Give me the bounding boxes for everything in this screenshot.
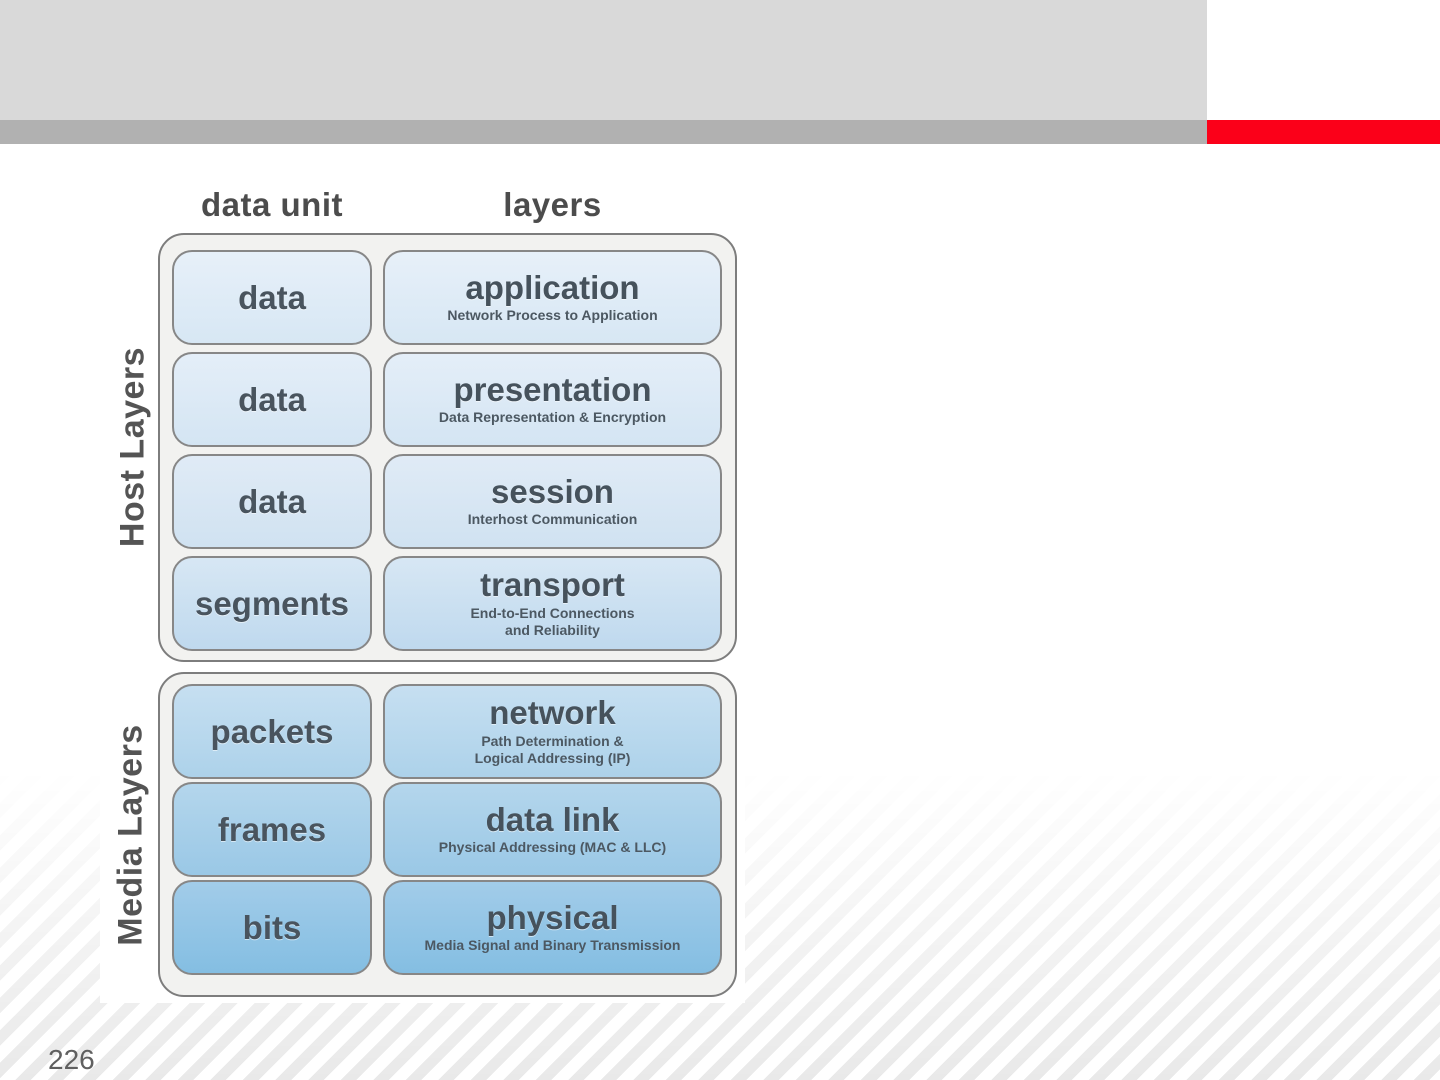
layer-cell-application: application Network Process to Applicati… bbox=[383, 250, 722, 345]
layer-description: Path Determination & Logical Addressing … bbox=[475, 733, 631, 767]
layer-description-line: Logical Addressing (IP) bbox=[474, 749, 631, 766]
data-unit-cell-physical: bits bbox=[172, 880, 372, 975]
layer-name: presentation bbox=[453, 370, 652, 408]
header-block bbox=[0, 0, 1207, 120]
data-unit-cell-network: packets bbox=[172, 684, 372, 779]
data-unit-label: bits bbox=[242, 908, 302, 946]
layer-cell-network: network Path Determination & Logical Add… bbox=[383, 684, 722, 779]
layer-cell-presentation: presentation Data Representation & Encry… bbox=[383, 352, 722, 447]
layer-description-line: Network Process to Application bbox=[447, 307, 658, 324]
column-header-layers: layers bbox=[503, 186, 602, 223]
layer-cell-transport: transport End-to-End Connections and Rel… bbox=[383, 556, 722, 651]
data-unit-cell-data-link: frames bbox=[172, 782, 372, 877]
header-band bbox=[0, 120, 1207, 144]
data-unit-label: frames bbox=[217, 810, 327, 848]
layer-description: Media Signal and Binary Transmission bbox=[425, 937, 681, 954]
data-unit-cell-transport: segments bbox=[172, 556, 372, 651]
layer-description-line: Interhost Communication bbox=[467, 511, 638, 528]
layer-description: End-to-End Connections and Reliability bbox=[470, 605, 634, 639]
data-unit-cell-session: data bbox=[172, 454, 372, 549]
layer-description-line: Media Signal and Binary Transmission bbox=[424, 937, 681, 954]
data-unit-label: segments bbox=[194, 584, 350, 622]
layer-description: Interhost Communication bbox=[468, 511, 638, 528]
layer-cell-physical: physical Media Signal and Binary Transmi… bbox=[383, 880, 722, 975]
side-label-host-layers: Host Layers bbox=[113, 346, 152, 548]
data-unit-label: data bbox=[238, 278, 306, 316]
layer-name: network bbox=[489, 694, 616, 732]
layer-description: Physical Addressing (MAC & LLC) bbox=[439, 839, 666, 856]
accent-bar bbox=[1207, 120, 1440, 144]
layer-description-line: Path Determination & bbox=[481, 732, 624, 749]
layer-name: data link bbox=[485, 800, 620, 838]
layer-name: physical bbox=[486, 898, 619, 936]
layer-name: application bbox=[465, 268, 640, 306]
data-unit-cell-application: data bbox=[172, 250, 372, 345]
layer-description-line: Physical Addressing (MAC & LLC) bbox=[438, 839, 667, 856]
data-unit-label: data bbox=[238, 380, 306, 418]
layer-cell-data-link: data link Physical Addressing (MAC & LLC… bbox=[383, 782, 722, 877]
data-unit-label: data bbox=[238, 482, 306, 520]
layer-description-line: and Reliability bbox=[505, 621, 600, 638]
column-header-data-unit: data unit bbox=[201, 186, 343, 223]
layer-description: Data Representation & Encryption bbox=[439, 409, 666, 426]
layer-name: session bbox=[491, 472, 614, 510]
layer-description-line: Data Representation & Encryption bbox=[438, 409, 667, 426]
data-unit-label: packets bbox=[210, 712, 334, 750]
layer-description: Network Process to Application bbox=[447, 307, 657, 324]
layer-description-line: End-to-End Connections bbox=[470, 604, 635, 621]
page-number: 226 bbox=[48, 1044, 95, 1075]
layer-cell-session: session Interhost Communication bbox=[383, 454, 722, 549]
layer-name: transport bbox=[480, 566, 625, 604]
data-unit-cell-presentation: data bbox=[172, 352, 372, 447]
side-label-media-layers: Media Layers bbox=[111, 724, 150, 946]
